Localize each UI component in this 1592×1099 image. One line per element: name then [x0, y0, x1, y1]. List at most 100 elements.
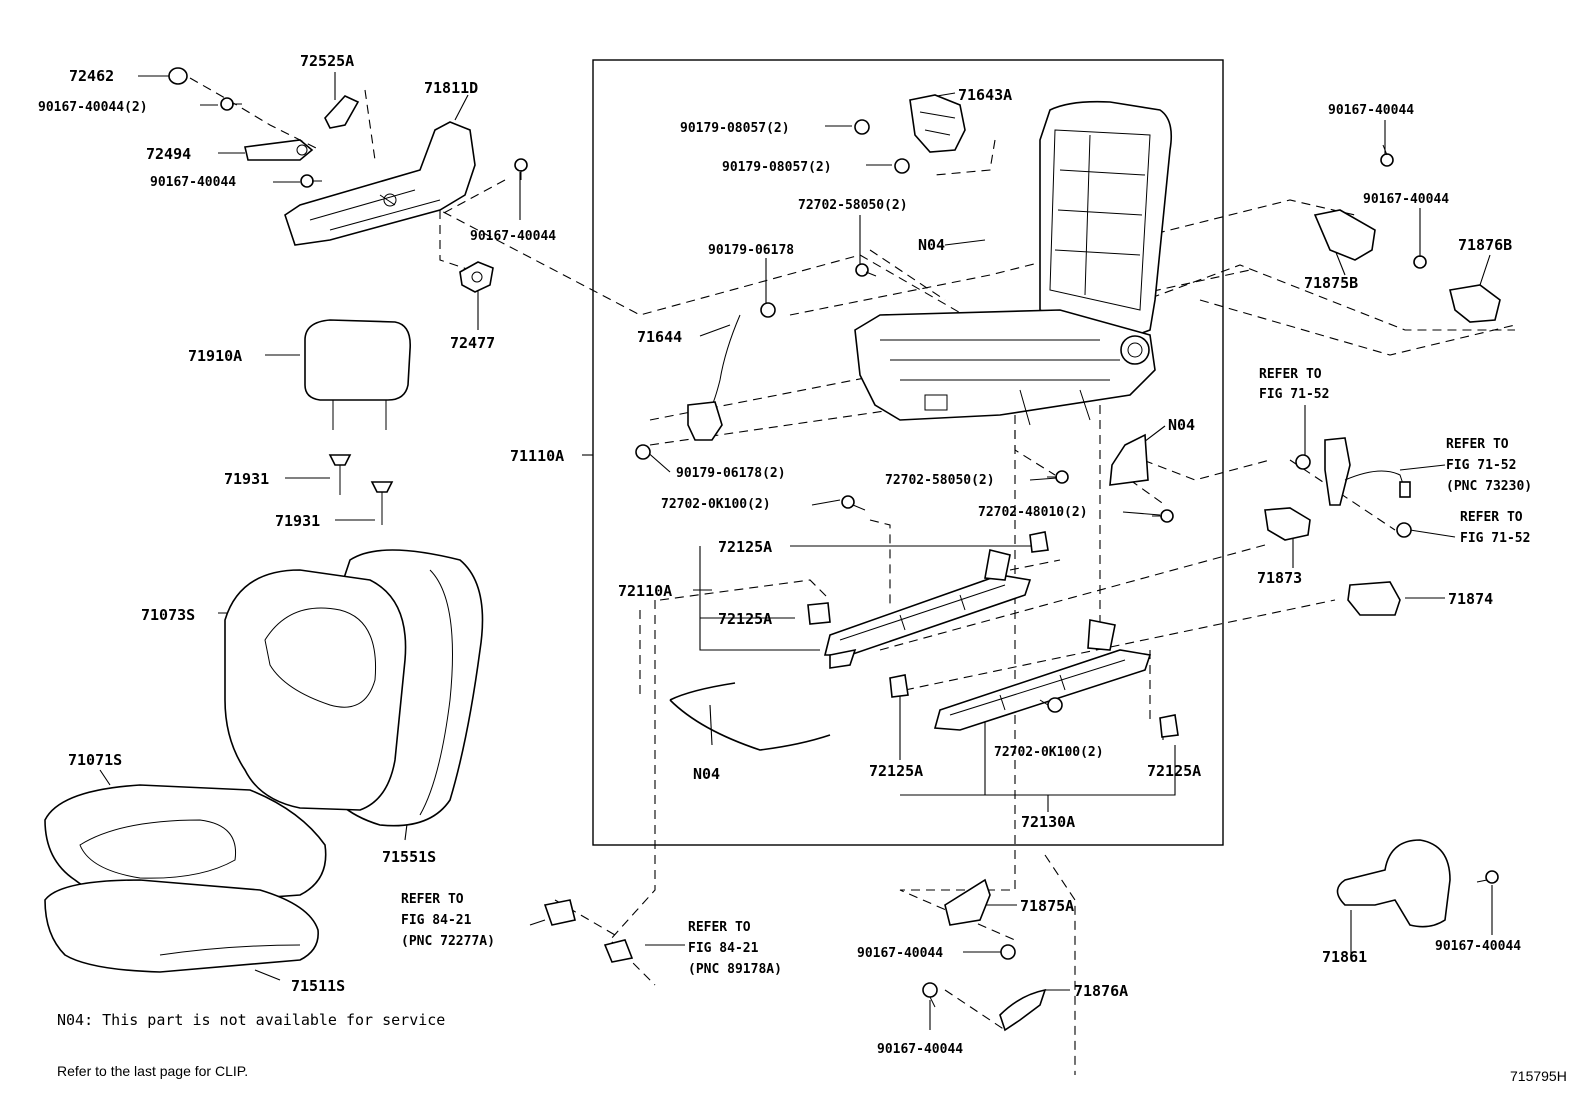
bolt-shape	[1039, 697, 1063, 713]
bracket-71876A-shape	[999, 988, 1047, 1032]
label-N04-c: N04	[693, 765, 720, 783]
ref-71-52-b-line1: REFER TO	[1446, 437, 1509, 452]
bracket-71643A-shape	[909, 94, 966, 153]
headrest-71910A-shape	[304, 319, 412, 430]
label-72702-58050-2-a: 72702-58050(2)	[798, 198, 908, 213]
reference-callouts: REFER TO FIG 71-52 REFER TO FIG 71-52 (P…	[401, 367, 1532, 977]
label-90167-40044-e: 90167-40044	[857, 946, 943, 961]
label-71875B: 71875B	[1304, 274, 1358, 292]
clip-72125A-shape	[807, 602, 831, 625]
connector-shape	[603, 939, 634, 963]
ref-84-21-b-line3: (PNC 89178A)	[688, 962, 782, 977]
leader-lines	[99, 72, 1493, 1030]
label-71875A: 71875A	[1020, 897, 1074, 915]
ref-84-21-a-line1: REFER TO	[401, 892, 464, 907]
guide-71931-a-shape	[328, 454, 352, 495]
clip-72125A-shape	[1159, 714, 1179, 738]
label-90167-40044-d: 90167-40044	[1363, 192, 1449, 207]
cover-71876B-shape	[1449, 284, 1501, 323]
label-90179-08057-2-a: 90179-08057(2)	[680, 121, 790, 136]
label-71876A: 71876A	[1074, 982, 1128, 1000]
label-90167-40044-c: 90167-40044	[1328, 103, 1414, 118]
ref-71-52-c-line2: FIG 71-52	[1460, 531, 1530, 546]
cover-71861-shape	[1336, 839, 1451, 928]
label-90167-40044-2: 90167-40044(2)	[38, 100, 148, 115]
cover-72477-shape	[459, 261, 494, 293]
part-labels: 72462 72525A 71811D 90167-40044(2) 72494…	[38, 52, 1521, 1057]
n04-note: N04: This part is not available for serv…	[57, 1011, 445, 1029]
label-90179-06178-2: 90179-06178(2)	[676, 466, 786, 481]
label-71071S: 71071S	[68, 751, 122, 769]
ref-71-52-a-line1: REFER TO	[1259, 367, 1322, 382]
cover-71873-shape	[1264, 507, 1311, 541]
label-90167-40044-a: 90167-40044	[150, 175, 236, 190]
label-72494: 72494	[146, 145, 191, 163]
bracket-71875A-shape	[944, 878, 991, 926]
label-N04-a: N04	[918, 236, 945, 254]
connector-shape	[543, 899, 576, 926]
bracket-N04-shape	[1109, 433, 1149, 486]
cover-72525A-shape	[324, 95, 360, 129]
bolt-shape	[1152, 509, 1174, 523]
bolt-shape	[1380, 144, 1394, 167]
label-72125A-d: 72125A	[1147, 762, 1201, 780]
label-90167-40044-f: 90167-40044	[877, 1042, 963, 1057]
label-71511S: 71511S	[291, 977, 345, 995]
label-71073S: 71073S	[141, 606, 195, 624]
nut-shape	[894, 158, 910, 174]
label-71110A: 71110A	[510, 447, 564, 465]
label-71551S: 71551S	[382, 848, 436, 866]
label-72125A-c: 72125A	[869, 762, 923, 780]
label-72130A: 72130A	[1021, 813, 1075, 831]
label-72125A-b: 72125A	[718, 610, 772, 628]
nut-shape	[760, 302, 776, 318]
label-71643A: 71643A	[958, 86, 1012, 104]
ref-71-52-a-line2: FIG 71-52	[1259, 387, 1329, 402]
label-72462: 72462	[69, 67, 114, 85]
label-90179-06178: 90179-06178	[708, 243, 794, 258]
label-71876B: 71876B	[1458, 236, 1512, 254]
wire-N04-shape	[669, 682, 831, 751]
label-72702-0K100-2-b: 72702-0K100(2)	[994, 745, 1104, 760]
ref-84-21-a-line2: FIG 84-21	[401, 913, 472, 928]
shield-71811D-shape	[284, 121, 476, 246]
label-72702-0K100-2-a: 72702-0K100(2)	[661, 497, 771, 512]
seat-pad-71511S-shape	[44, 879, 319, 973]
label-72477: 72477	[450, 334, 495, 352]
label-71861: 71861	[1322, 948, 1367, 966]
ref-84-21-b-line1: REFER TO	[688, 920, 751, 935]
label-72110A: 72110A	[618, 582, 672, 600]
label-71931-b: 71931	[275, 512, 320, 530]
ref-71-52-c-line1: REFER TO	[1460, 510, 1523, 525]
label-71811D: 71811D	[424, 79, 478, 97]
clip-72125A-shape	[1029, 531, 1049, 553]
seat-cover-71071S-shape	[44, 784, 327, 906]
bolt-shape	[1476, 870, 1499, 884]
track-72130A-shape	[933, 619, 1152, 731]
bolt-shape	[922, 982, 938, 1008]
label-72125A-a: 72125A	[718, 538, 772, 556]
seatback-pad-71551S-shape	[224, 569, 407, 811]
bolt-shape	[1047, 470, 1069, 484]
clip-72125A-shape	[889, 674, 909, 698]
cover-71874-shape	[1347, 581, 1401, 616]
clip-note: Refer to the last page for CLIP.	[57, 1063, 248, 1079]
label-71874: 71874	[1448, 590, 1493, 608]
buckle-shape	[1295, 437, 1411, 506]
lever-72494-shape	[244, 139, 314, 161]
label-71873: 71873	[1257, 569, 1302, 587]
guide-71931-b-shape	[370, 481, 394, 525]
ref-84-21-a-line3: (PNC 72277A)	[401, 934, 495, 949]
assembly-frame	[592, 59, 1224, 846]
figure-id: 715795H	[1510, 1068, 1567, 1084]
label-90179-08057-2-b: 90179-08057(2)	[722, 160, 832, 175]
cover-71875B-shape	[1313, 209, 1376, 261]
label-72702-48010-2: 72702-48010(2)	[978, 505, 1088, 520]
bolt-shape	[991, 944, 1016, 960]
label-71931-a: 71931	[224, 470, 269, 488]
sensor-71644-shape	[687, 314, 741, 441]
seat-frame-71110A-shape	[854, 100, 1173, 426]
nut-shape	[1396, 522, 1412, 538]
knob-72462-shape	[168, 67, 188, 85]
